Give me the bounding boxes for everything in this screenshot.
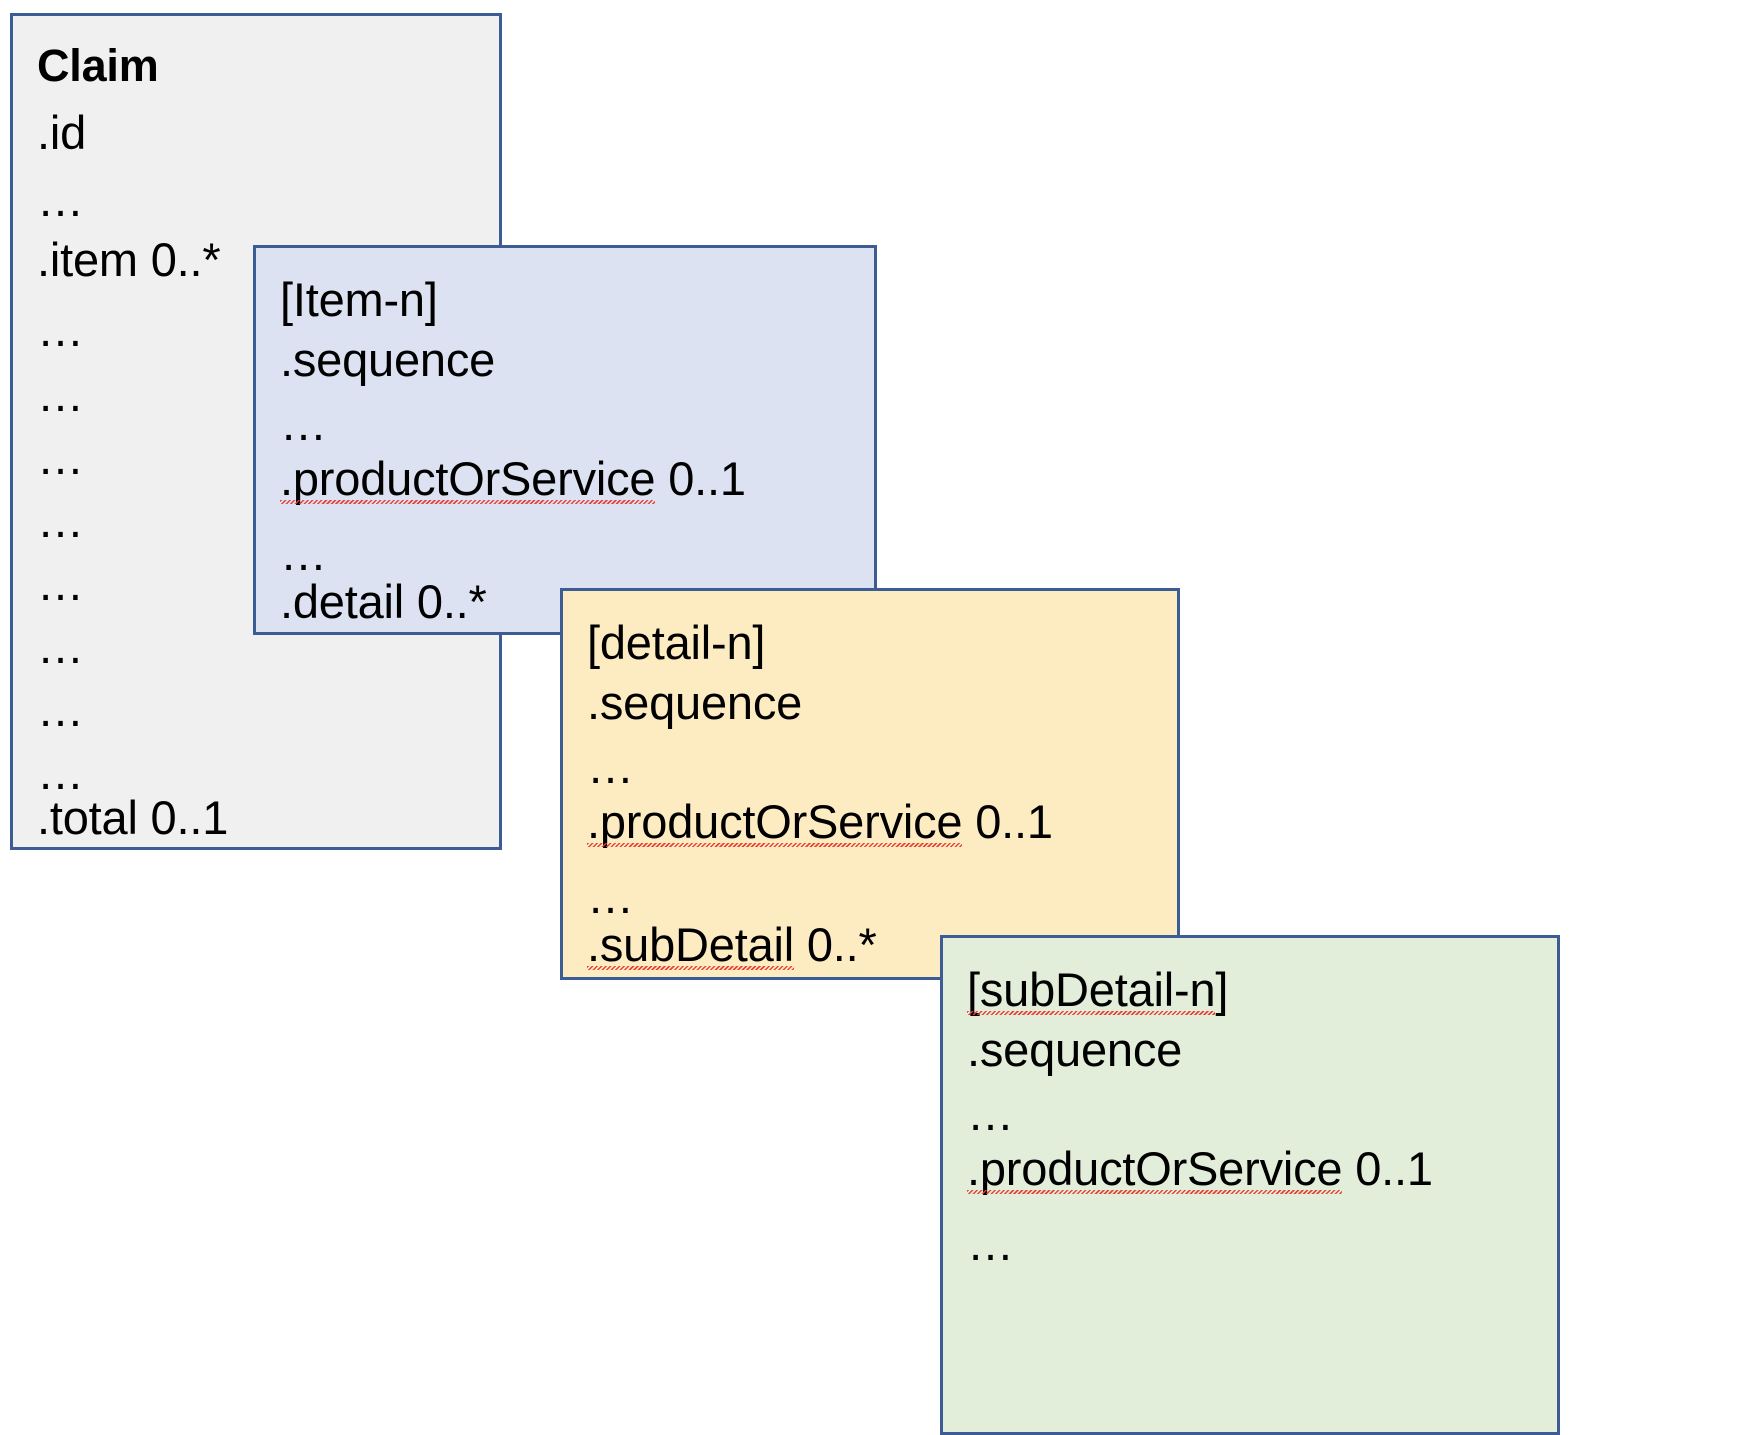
subdetail-field-productorservice: .productOrService 0..1: [967, 1142, 1433, 1195]
item-field-productorservice: .productOrService 0..1: [280, 452, 746, 505]
subdetail-ellipsis-2: …: [967, 1217, 1014, 1270]
claim-ellipsis-4: …: [37, 431, 84, 484]
detail-field-subdetail: .subDetail 0..*: [587, 918, 877, 971]
claim-ellipsis-6: …: [37, 557, 84, 610]
item-field-sequence: .sequence: [280, 333, 496, 386]
item-box[interactable]: [Item-n] .sequence … .productOrService 0…: [253, 245, 877, 635]
claim-title: Claim: [37, 40, 159, 91]
detail-field-sequence: .sequence: [587, 676, 803, 729]
subdetail-field-sequence: .sequence: [967, 1023, 1183, 1076]
claim-ellipsis-8: …: [37, 683, 84, 736]
subdetail-box-lines: [subDetail-n] .sequence … .productOrServ…: [943, 938, 1557, 1432]
claim-ellipsis-1: …: [37, 173, 84, 226]
subdetail-ellipsis-1: …: [967, 1087, 1014, 1140]
claim-ellipsis-2: …: [37, 303, 84, 356]
spellcheck-underline-productorservice: .productOrService: [967, 1142, 1343, 1195]
claim-field-item: .item 0..*: [37, 233, 221, 286]
detail-ellipsis-1: …: [587, 740, 634, 793]
spellcheck-underline-productorservice: .productOrService: [587, 795, 963, 848]
detail-ellipsis-2: …: [587, 870, 634, 923]
item-ellipsis-2: …: [280, 527, 327, 580]
claim-ellipsis-3: …: [37, 368, 84, 421]
subdetail-box[interactable]: [subDetail-n] .sequence … .productOrServ…: [940, 935, 1560, 1435]
detail-box[interactable]: [detail-n] .sequence … .productOrService…: [560, 588, 1180, 980]
claim-box-lines: Claim .id … .item 0..* … … … … … … … … .…: [13, 16, 499, 847]
item-box-lines: [Item-n] .sequence … .productOrService 0…: [256, 248, 874, 632]
claim-field-total: .total 0..1: [37, 791, 229, 844]
item-title: [Item-n]: [280, 273, 438, 326]
subdetail-title: [subDetail-n]: [967, 963, 1229, 1016]
claim-ellipsis-9: …: [37, 746, 84, 799]
detail-box-lines: [detail-n] .sequence … .productOrService…: [563, 591, 1177, 977]
spellcheck-underline-productorservice: .productOrService: [280, 452, 656, 505]
item-field-detail: .detail 0..*: [280, 575, 487, 628]
claim-ellipsis-5: …: [37, 494, 84, 547]
detail-title: [detail-n]: [587, 616, 766, 669]
claim-ellipsis-7: …: [37, 620, 84, 673]
claim-field-id: .id: [37, 106, 87, 159]
spellcheck-underline-subdetail-n: [subDetail-n: [967, 963, 1216, 1016]
detail-field-productorservice: .productOrService 0..1: [587, 795, 1053, 848]
spellcheck-underline-subdetail: .subDetail: [587, 918, 794, 971]
item-ellipsis-1: …: [280, 397, 327, 450]
